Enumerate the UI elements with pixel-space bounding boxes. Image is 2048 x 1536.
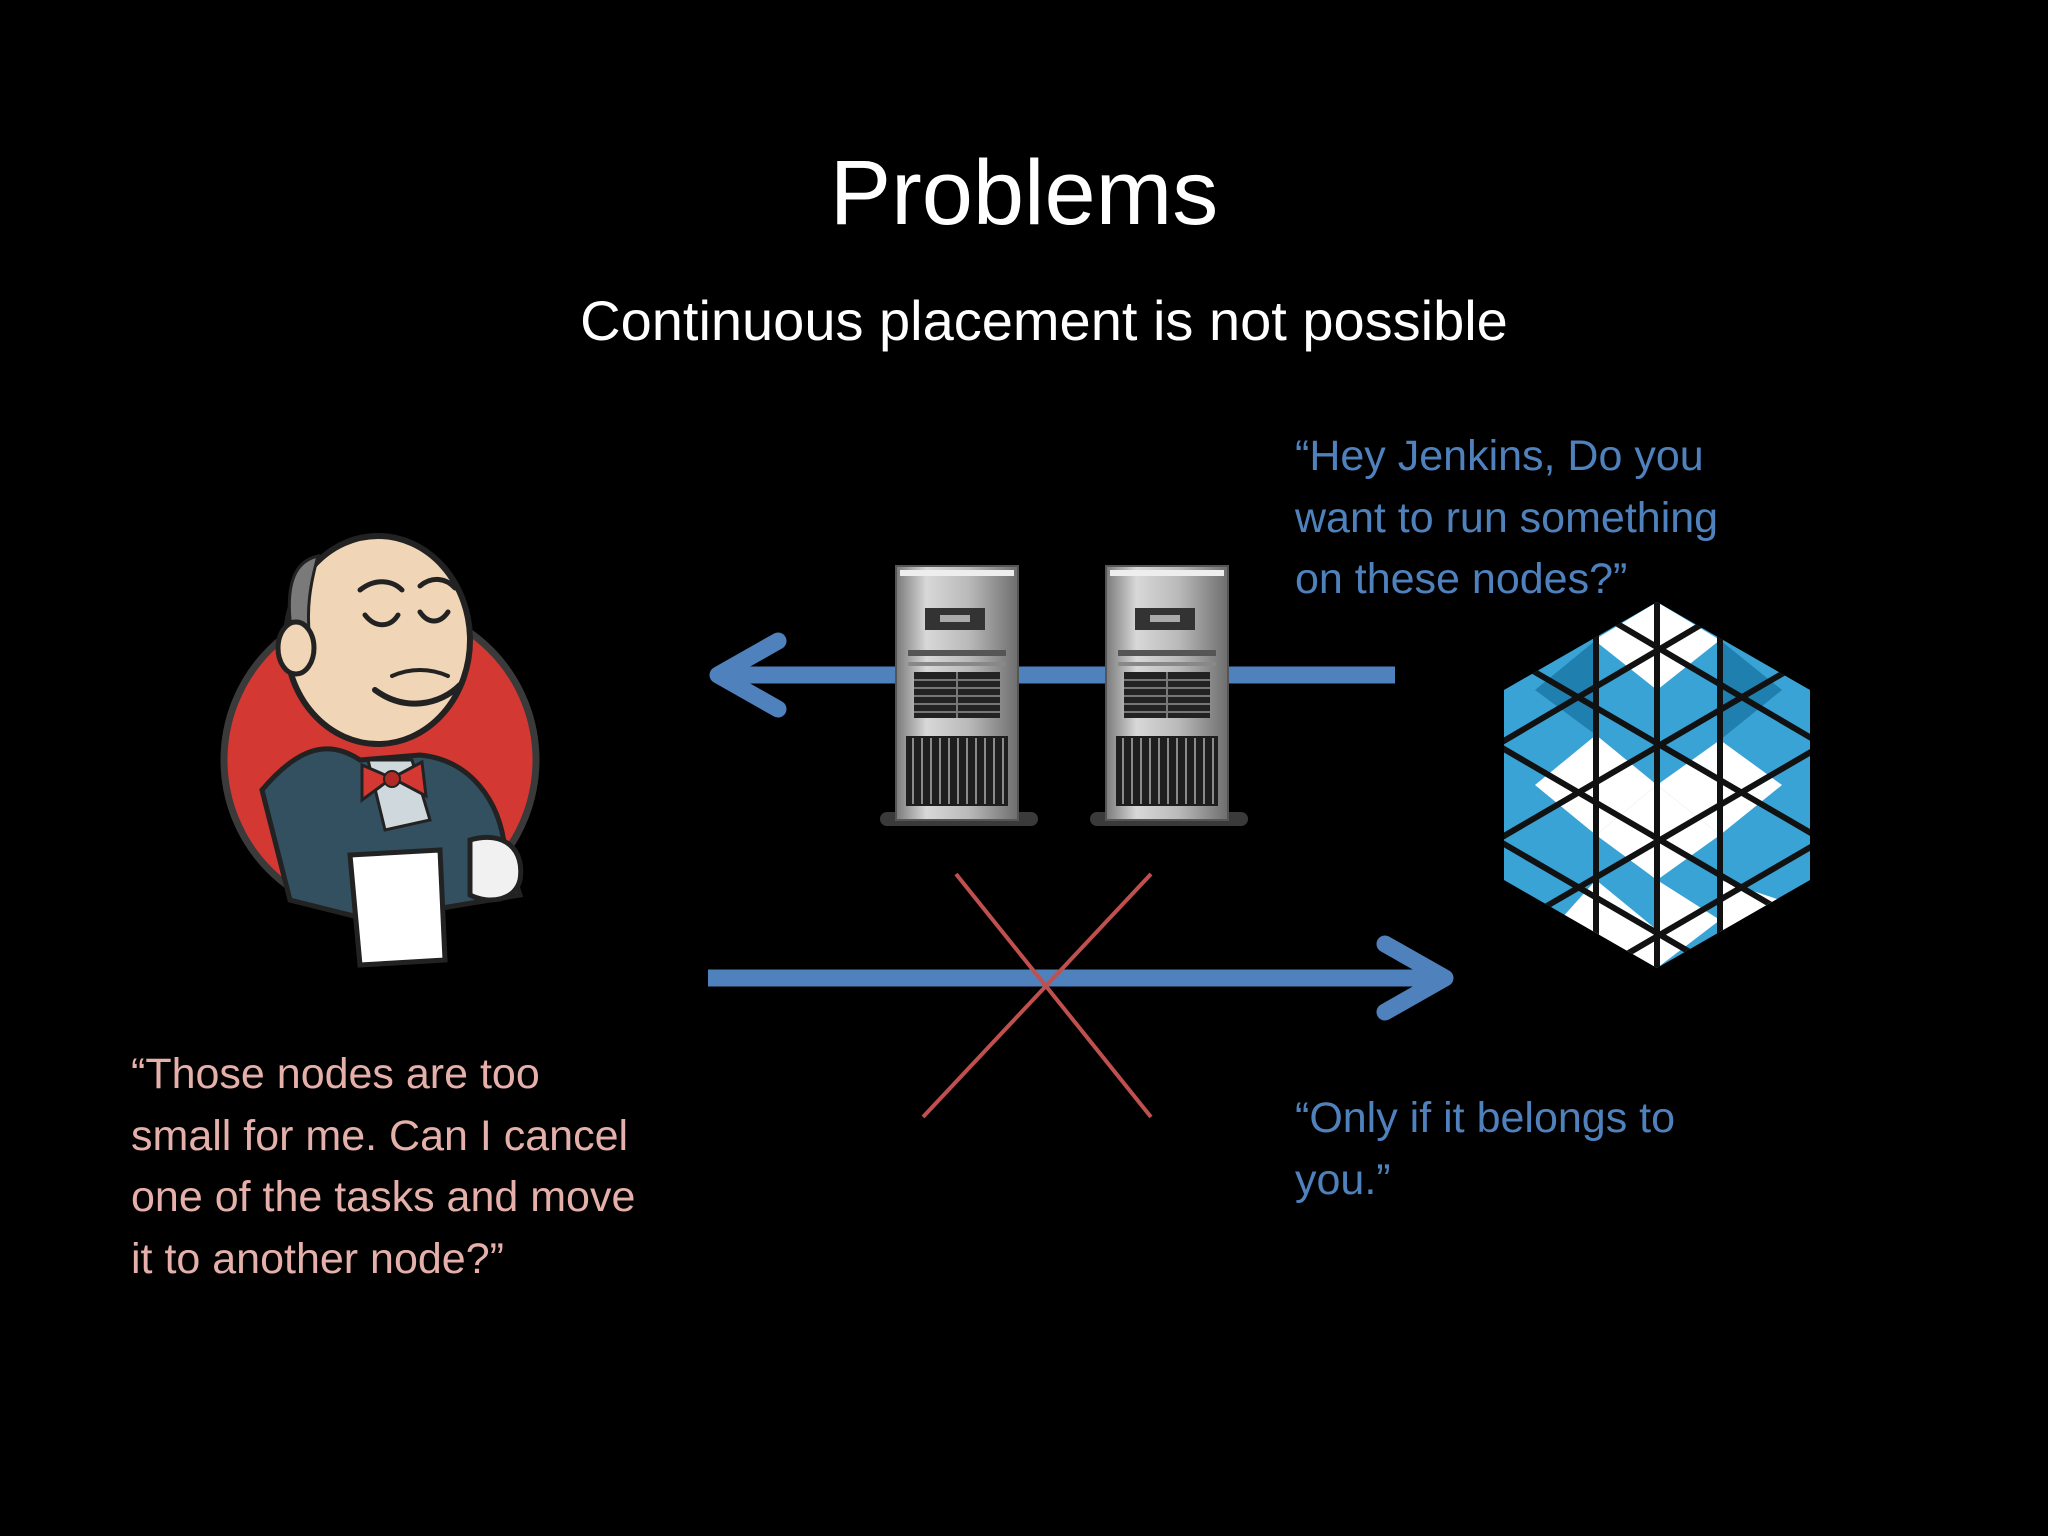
quote-line: you.” [1295,1155,1391,1204]
jenkins-logo-icon [220,533,540,968]
quote-line: on these nodes?” [1295,555,1628,603]
jenkins-quote: “Those nodes are too small for me. Can I… [131,1044,635,1290]
quote-line: want to run something [1295,493,1719,542]
mesos-logo-icon [1504,602,1810,968]
quote-line: “Those nodes are too [131,1050,540,1098]
request-arrow [708,935,1454,1021]
mesos-reply-quote: “Only if it belongs to you.” [1295,1088,1675,1211]
quote-line: “Only if it belongs to [1295,1094,1676,1142]
quote-line: “Hey Jenkins, Do you [1295,432,1704,480]
offer-arrow [709,632,1395,718]
server-icon-right [1090,565,1248,826]
slide-title: Problems [829,142,1219,244]
mesos-offer-quote: “Hey Jenkins, Do you want to run somethi… [1295,426,1718,611]
quote-line: small for me. Can I cancel [131,1111,629,1160]
server-icon-left [880,565,1038,826]
quote-line: one of the tasks and move [131,1173,636,1221]
rejected-x-icon [921,872,1153,1119]
slide-subtitle: Continuous placement is not possible [580,289,1508,352]
quote-line: it to another node?” [131,1234,504,1283]
